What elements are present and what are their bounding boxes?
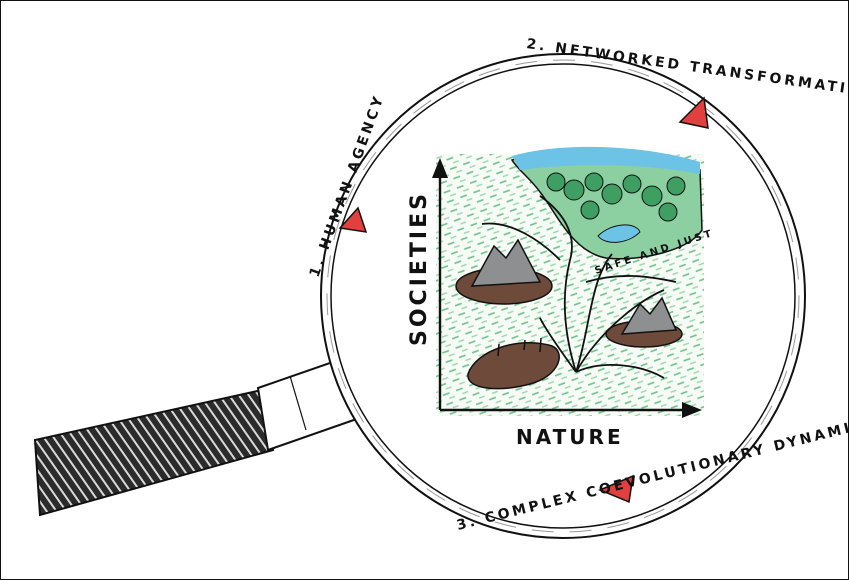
magnifier-handle [35,356,371,515]
y-axis-label: SOCIETIES [407,191,432,346]
landscape-scene [436,147,704,416]
x-axis-label: NATURE [516,425,624,449]
